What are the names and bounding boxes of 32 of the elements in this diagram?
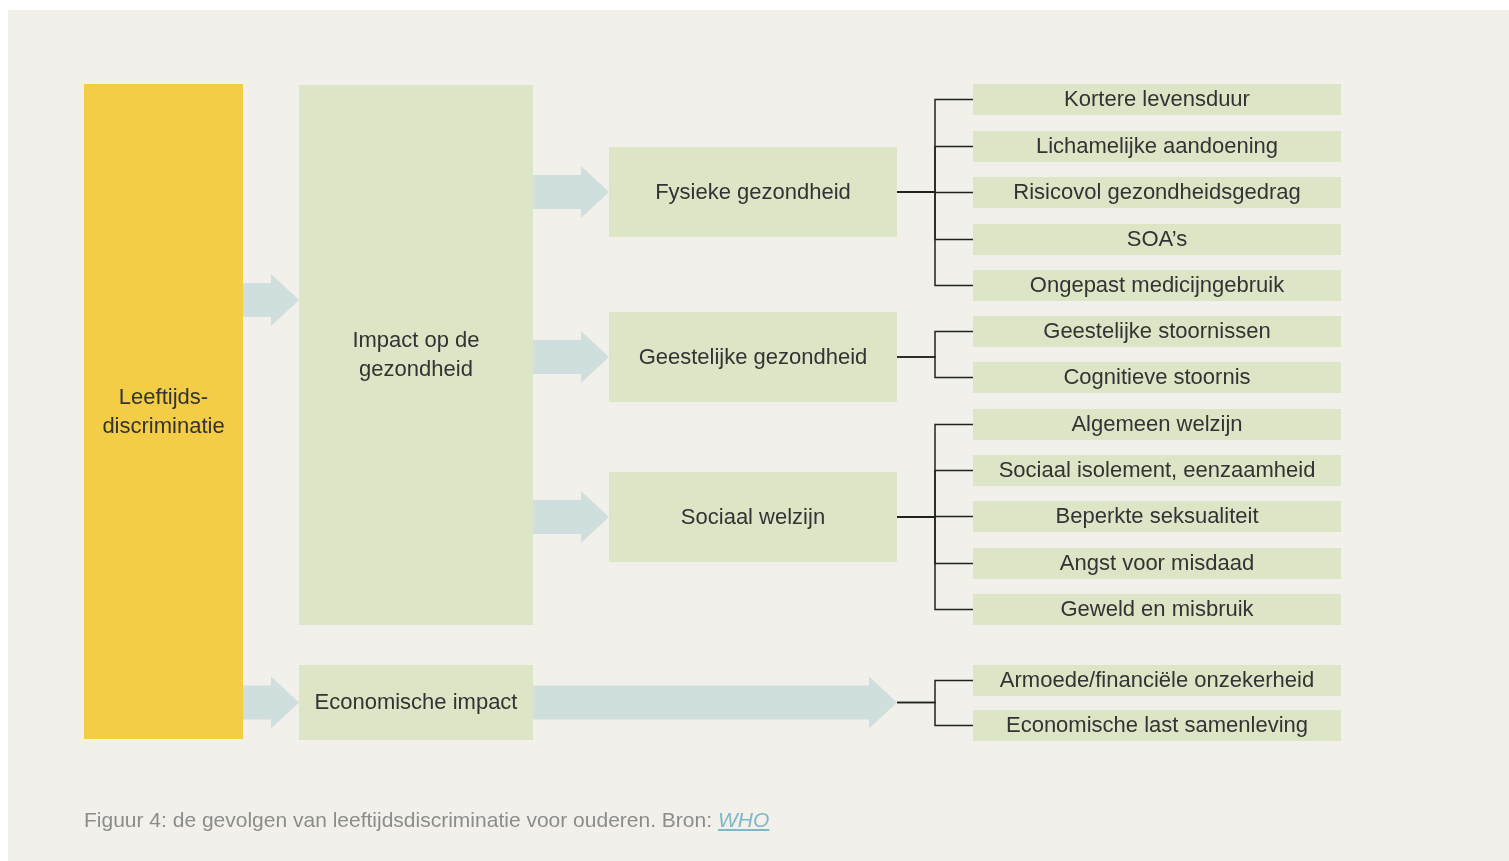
effect-box: Ongepast medicijngebruik: [973, 270, 1341, 301]
block-arrow: [243, 676, 299, 729]
category-box: Sociaal welzijn: [609, 472, 897, 562]
block-arrow: [533, 166, 609, 218]
block-arrow: [243, 274, 299, 326]
effect-box: Lichamelijke aandoening: [973, 131, 1341, 162]
effect-box: Angst voor misdaad: [973, 548, 1341, 579]
block-arrow: [533, 676, 897, 729]
block-arrow: [533, 331, 609, 383]
effect-box: Sociaal isolement, eenzaamheid: [973, 455, 1341, 486]
effect-box: Kortere levensduur: [973, 84, 1341, 115]
effect-box: Cognitieve stoornis: [973, 362, 1341, 393]
effect-box: Risicovol gezondheidsgedrag: [973, 177, 1341, 208]
connector-line: [896, 191, 974, 287]
effect-box: Economische last samenleving: [973, 710, 1341, 741]
effect-box: Beperkte seksualiteit: [973, 501, 1341, 532]
category-box: Fysieke gezondheid: [609, 147, 897, 237]
bracket-line: [896, 701, 974, 727]
category-box: Geestelijke gezondheid: [609, 312, 897, 402]
category-box: Economische impact: [299, 665, 533, 740]
cause-box: Leeftijds- discriminatie: [84, 84, 243, 739]
figure-caption: Figuur 4: de gevolgen van leeftijdsdiscriminatie voor ouderen. Bron:: [84, 808, 713, 831]
connector-line: [896, 356, 974, 379]
effect-box: Geweld en misbruik: [973, 594, 1341, 625]
effect-box: Armoede/financiële onzekerheid: [973, 665, 1341, 696]
effect-box: Algemeen welzijn: [973, 409, 1341, 440]
connector-line: [896, 516, 974, 611]
effect-box: Geestelijke stoornissen: [973, 316, 1341, 347]
effect-box: SOA’s: [973, 224, 1341, 255]
source-link: WHO: [718, 808, 770, 831]
block-arrow: [533, 491, 609, 543]
category-box: Impact op de gezondheid: [299, 85, 533, 625]
